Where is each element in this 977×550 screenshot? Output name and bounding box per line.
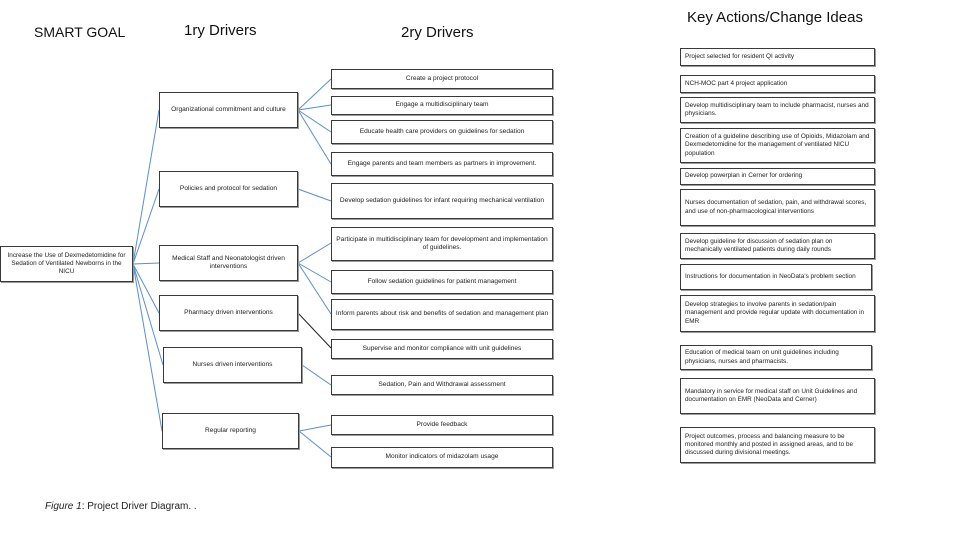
figure-caption-label: Figure 1	[45, 501, 82, 512]
primary-drivers-heading: 1ry Drivers	[184, 22, 257, 39]
figure-caption-text: : Project Driver Diagram. .	[81, 501, 197, 512]
primary-driver-medical-staff: Medical Staff and Neonatologist driven i…	[159, 245, 298, 281]
secondary-driver-supervise: Supervise and monitor compliance with un…	[331, 339, 553, 359]
secondary-driver-feedback: Provide feedback	[331, 415, 553, 435]
secondary-driver-team: Engage a multidisciplinary team	[331, 96, 553, 115]
key-action-education: Education of medical team on unit guidel…	[680, 345, 872, 370]
primary-driver-reporting: Regular reporting	[162, 413, 299, 449]
primary-driver-policies: Policies and protocol for sedation	[159, 171, 298, 207]
primary-driver-pharmacy: Pharmacy driven interventions	[159, 295, 298, 331]
primary-driver-nurses: Nurses driven interventions	[163, 347, 302, 383]
key-action-parent-strategies: Develop strategies to involve parents in…	[680, 295, 875, 332]
key-action-rounds-guideline: Develop guideline for discussion of seda…	[680, 233, 875, 259]
key-action-nurses-documentation: Nurses documentation of sedation, pain, …	[680, 189, 875, 226]
secondary-drivers-heading: 2ry Drivers	[401, 24, 474, 41]
key-action-resident-qi: Project selected for resident QI activit…	[680, 48, 875, 66]
key-action-neodata-instructions: Instructions for documentation in NeoDat…	[680, 264, 872, 290]
secondary-driver-monitor: Monitor indicators of midazolam usage	[331, 447, 553, 468]
smart-goal-heading: SMART GOAL	[34, 24, 126, 40]
primary-driver-organizational: Organizational commitment and culture	[159, 92, 298, 128]
key-action-multidisciplinary-team: Develop multidisciplinary team to includ…	[680, 97, 875, 123]
key-action-powerplan: Develop powerplan in Cerner for ordering	[680, 168, 875, 185]
secondary-driver-guidelines: Develop sedation guidelines for infant r…	[331, 183, 553, 219]
secondary-driver-educate: Educate health care providers on guideli…	[331, 120, 553, 144]
key-action-outcomes-monitoring: Project outcomes, process and balancing …	[680, 427, 875, 463]
key-actions-heading: Key Actions/Change Ideas	[687, 9, 863, 26]
smart-goal-box: Increase the Use of Dexmedetomidine for …	[0, 246, 133, 282]
key-action-mandatory-inservice: Mandatory in service for medical staff o…	[680, 378, 875, 414]
figure-caption: Figure 1: Project Driver Diagram. .	[45, 501, 197, 512]
secondary-driver-engage-parents: Engage parents and team members as partn…	[331, 152, 553, 176]
key-action-moc-application: NCH-MOC part 4 project application	[680, 75, 875, 93]
secondary-driver-protocol: Create a project protocol	[331, 69, 553, 89]
secondary-driver-inform-parents: Inform parents about risk and benefits o…	[331, 299, 553, 330]
secondary-driver-follow: Follow sedation guidelines for patient m…	[331, 270, 553, 294]
secondary-driver-participate: Participate in multidisciplinary team fo…	[331, 227, 553, 261]
secondary-driver-assessment: Sedation, Pain and Withdrawal assessment	[331, 375, 553, 395]
key-action-guideline-creation: Creation of a guideline describing use o…	[680, 128, 875, 163]
